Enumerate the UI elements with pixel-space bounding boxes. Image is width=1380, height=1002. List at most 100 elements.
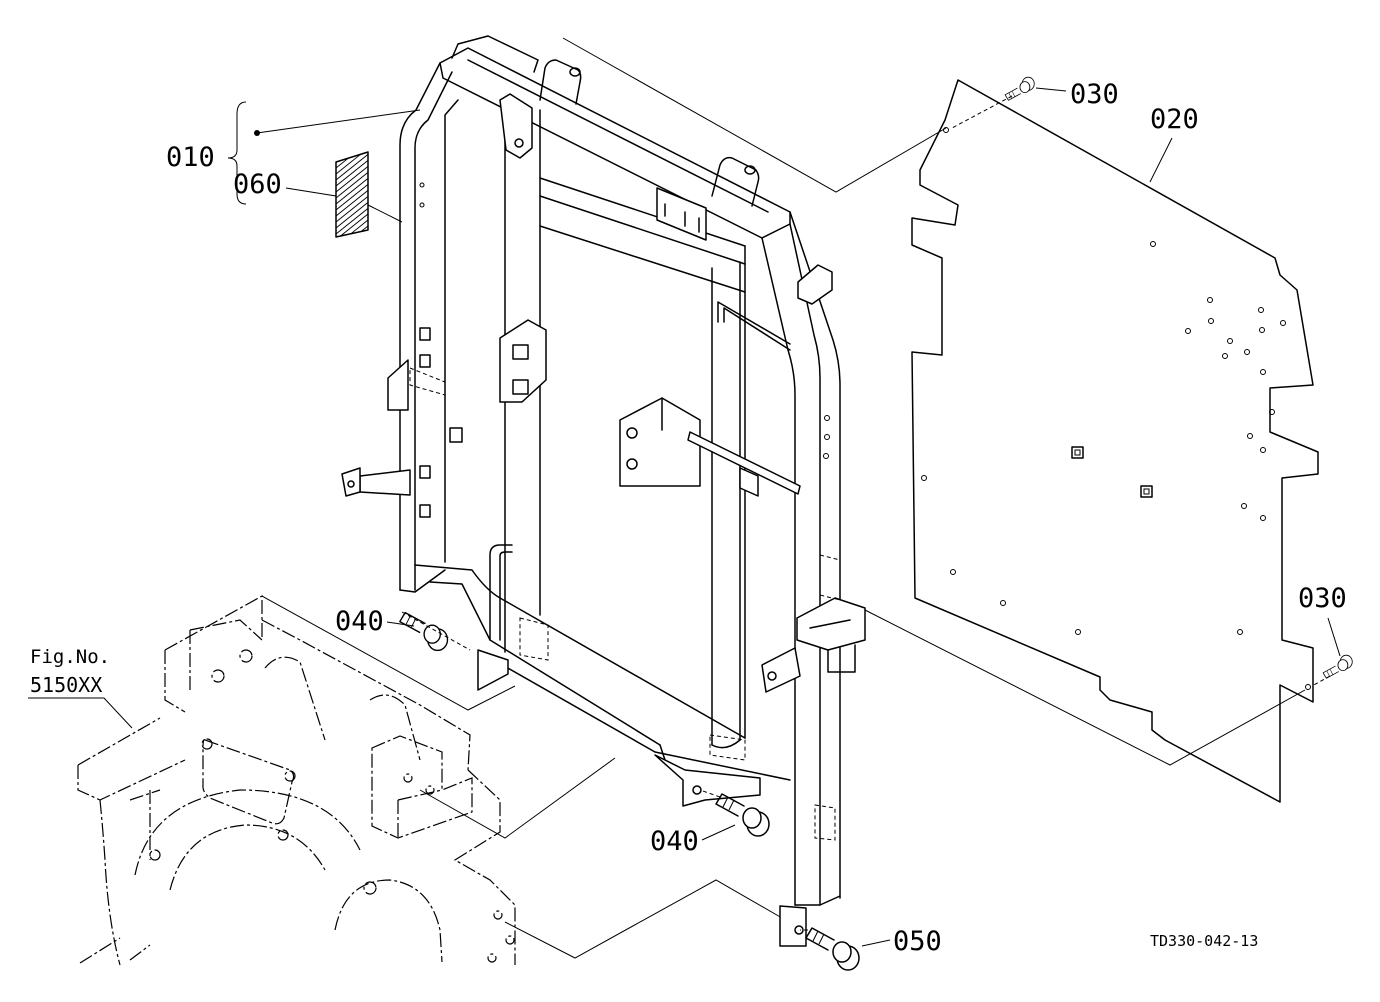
housing-right-boss-block [371,735,473,839]
plate-hole [1247,433,1253,439]
bolt-050 [805,927,860,971]
frame-left-upright-bottom [399,569,446,593]
callout-060-label: 060 [233,169,282,200]
bolt-shank [715,793,745,817]
frame-right-upright-side [789,211,841,899]
callout-010-leader [256,109,421,134]
frame-right-tube-bottom [711,739,741,749]
plate-hole [943,127,949,133]
housing-left-web [129,789,161,860]
plate-weld-nut [1071,446,1084,459]
frame-right-upright-front-left [761,237,796,906]
plate-hole [1222,353,1228,359]
center-bracket-hole [626,458,638,470]
callout-010-bracket [227,101,247,205]
frame-top-slotted-plate [656,187,707,241]
housing-bottom-left-edge [79,937,151,964]
left-tube-top-plate [499,93,533,159]
tank-top-edge [539,177,746,247]
callout-050-leader [861,939,891,947]
callout-020-label: 020 [1150,104,1199,135]
frame-top-right-handle [711,156,760,207]
frame-left-upright-hole [419,182,425,188]
frame-top-center-handle [539,59,582,105]
plate-hole [1280,320,1286,326]
left-upright-nut [419,327,431,341]
bolt-040-upper-axis [401,611,471,651]
frame-bottom-center-bracket [654,754,761,807]
housing-hole [239,649,253,663]
housing-top-block [164,594,263,651]
frame-top-plate-slots [664,203,700,233]
housing-flange-outline [99,799,121,966]
tank-core-top [539,225,746,293]
plate-hole [1260,447,1266,453]
housing-hole [425,785,435,795]
tank-top-seam [539,195,746,265]
figure-reference-number: 5150XX [30,673,102,697]
frame-lower-right-box [827,644,856,673]
drawing-code: TD330-042-13 [1150,932,1258,950]
callout-010-label: 010 [166,142,215,173]
housing-top-block-edges [164,630,191,713]
left-upright-nut [419,504,431,518]
housing-body-top-edge [261,619,471,771]
frame-top-beam [439,47,791,239]
left-upright-nut [419,465,431,479]
housing-hole [201,738,213,750]
plate-hole [1207,297,1213,303]
leader-housing-to-frame-upper [261,595,516,711]
plate-hole [1208,318,1214,324]
decal-hatching [335,153,369,237]
plate-hole [1237,629,1243,635]
assembly-leader-lines [261,37,1306,959]
bolt-040-lower [715,793,770,837]
bolt-030-upper-axis [951,95,1013,129]
frame-center-rod [687,431,801,495]
housing-right-edge [453,769,516,965]
callout-030-lower-leader [1327,617,1341,657]
frame-bottom-beam-lower [429,581,661,746]
callout-020-leader [1149,137,1173,183]
frame-top-center-pin [569,67,581,77]
left-upright-nut [449,427,463,443]
bolt-shank [1322,665,1339,679]
bolt-030-lower [1322,654,1353,679]
frame-right-upright-hole [824,415,830,421]
lower-right-plate-hole [767,671,777,681]
leader-frame-to-plate-bottom [864,609,1306,766]
frame-bottom-beam-upper [414,564,746,739]
frame-right-small-block [739,467,759,497]
bracket-nut [512,379,529,395]
callout-040-lower-label: 040 [650,826,699,857]
bolt-shank [1004,87,1021,101]
frame-left-lower-clip [341,467,361,497]
housing-left-block [77,717,186,801]
hidden-edge-right-upright [819,554,841,601]
frame-top-right-pin [744,165,756,175]
plate-hole [1305,684,1311,690]
callout-040-lower-leader [701,824,736,841]
leader-housing-to-frame-middle [419,757,616,839]
frame-upper-rod [717,301,791,351]
frame-bottom-left-foot [477,649,509,691]
bolt-030-lower-axis [1311,675,1331,687]
bolt-thread [722,796,735,811]
callout-040-upper-leader [386,621,415,627]
frame-right-upright-front-right [789,223,821,906]
frame-left-upper-clip [387,359,409,411]
callout-030-upper-label: 030 [1070,79,1119,110]
figure-reference-leader [28,697,133,729]
figure-reference-label: Fig.No. [30,646,110,668]
bottom-center-bracket-hole [692,785,702,795]
bolt-head [742,807,762,829]
callout-040-upper-label: 040 [335,606,384,637]
bolt-head [1337,659,1349,672]
bolts [399,76,1353,971]
engine-housing-reference [77,594,516,966]
lower-right-bracket-fold [809,619,851,629]
housing-hole [277,829,289,841]
frame-left-upright-channel [444,99,459,563]
housing-roller-right [369,694,421,761]
